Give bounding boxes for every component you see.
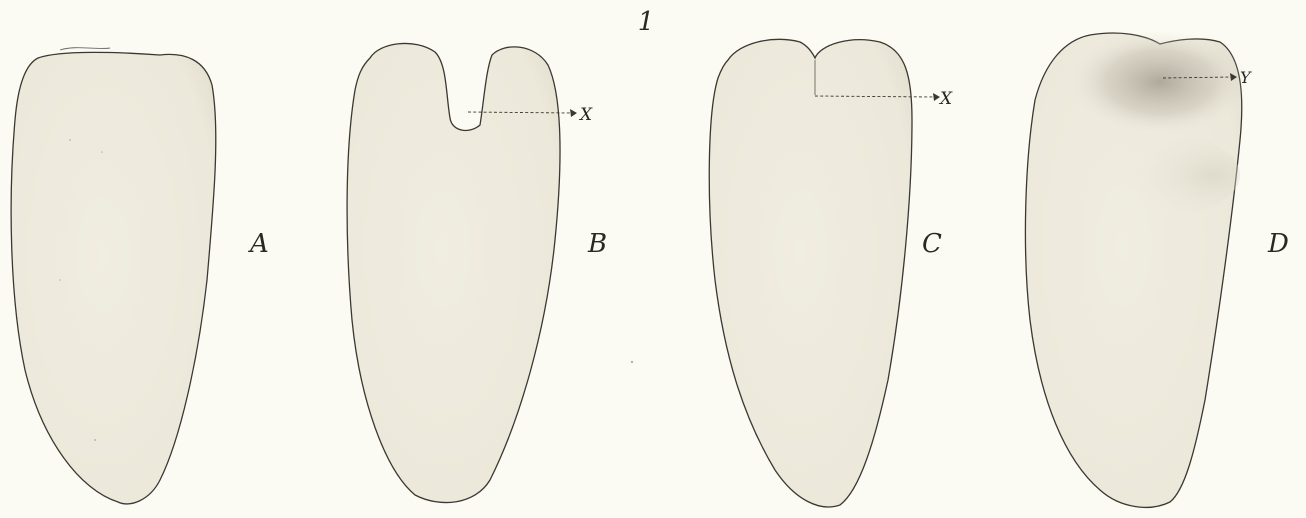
figure-a-label: A — [248, 229, 269, 259]
figure-d-pointer-label: Y — [1240, 68, 1252, 87]
figure-c-pointer-label: X — [938, 89, 953, 109]
figure-c-label: C — [922, 229, 942, 259]
figure-b-pointer-label: X — [578, 105, 593, 125]
figure-c-pointer-arrow — [933, 93, 940, 101]
figure-b-pointer-arrow — [570, 109, 577, 117]
figure-a-outline — [11, 52, 216, 504]
figure-c-outline — [709, 39, 912, 507]
figure-d: Y D — [1025, 30, 1289, 507]
figure-d-dark-cap — [1070, 30, 1250, 134]
figure-a: A — [11, 48, 269, 504]
figure-b-label: B — [587, 229, 607, 259]
figure-b: X B — [347, 43, 607, 502]
figure-d-label: D — [1267, 229, 1289, 259]
plate-number: 1 — [638, 7, 655, 37]
figure-c: X C — [709, 39, 953, 507]
